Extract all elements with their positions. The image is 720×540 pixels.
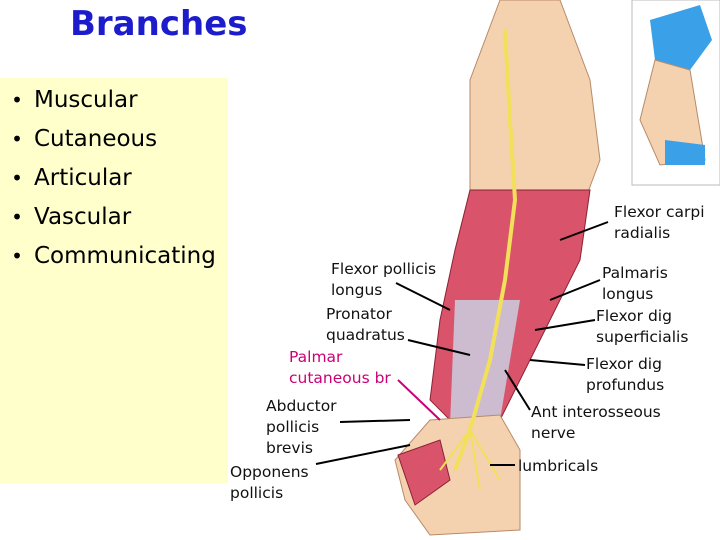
pointer-lines bbox=[315, 221, 609, 466]
label-flexor-carpi-radialis: Flexor carpi radialis bbox=[614, 203, 705, 242]
list-item-cutaneous: • Cutaneous bbox=[0, 119, 216, 158]
list-item-muscular: • Muscular bbox=[0, 80, 216, 119]
thenar-muscle-shape bbox=[397, 439, 451, 506]
label-lumbricals: lumbricals bbox=[518, 457, 599, 475]
nerve-branch-path bbox=[439, 429, 501, 491]
label-abductor-pollicis-brevis: Abductor pollicis brevis bbox=[266, 397, 337, 457]
forearm-illustration bbox=[315, 0, 720, 536]
bullet-text: Cutaneous bbox=[34, 125, 158, 152]
list-item-articular: • Articular bbox=[0, 158, 216, 197]
label-flexor-dig-profundus: Flexor dig profundus bbox=[586, 355, 665, 394]
list-item-vascular: • Vascular bbox=[0, 197, 216, 236]
tendon-sheet-shape bbox=[450, 300, 520, 425]
hand-inset-blue bbox=[650, 5, 712, 70]
label-ant-interosseous-nerve: Ant interosseous nerve bbox=[531, 403, 661, 442]
bullet-text: Vascular bbox=[34, 203, 132, 230]
label-palmaris-longus: Palmaris longus bbox=[602, 264, 668, 303]
upper-arm-shape bbox=[469, 0, 601, 201]
bullet-icon: • bbox=[11, 204, 23, 229]
branches-list: • Muscular • Cutaneous • Articular • Vascula… bbox=[0, 80, 216, 275]
bullet-panel bbox=[0, 78, 228, 483]
bullet-text: Articular bbox=[34, 164, 132, 191]
bullet-icon: • bbox=[11, 126, 23, 151]
label-pronator-quadratus: Pronator quadratus bbox=[326, 305, 405, 344]
bullet-icon: • bbox=[11, 165, 23, 190]
bullet-text: Muscular bbox=[34, 86, 138, 113]
list-item-communicating: • Communicating bbox=[0, 236, 216, 275]
bullet-text: Communicating bbox=[34, 242, 216, 269]
bullet-icon: • bbox=[11, 87, 23, 112]
hand-inset-fingertips bbox=[665, 140, 705, 165]
label-flexor-pollicis-longus: Flexor pollicis longus bbox=[331, 260, 437, 299]
label-flexor-dig-superficialis: Flexor dig superficialis bbox=[596, 307, 689, 346]
label-opponens-pollicis: Opponens pollicis bbox=[230, 463, 309, 502]
bullet-icon: • bbox=[11, 243, 23, 268]
slide-title: Branches bbox=[70, 4, 248, 44]
label-palmar-cutaneous-br: Palmar cutaneous br bbox=[289, 348, 391, 387]
